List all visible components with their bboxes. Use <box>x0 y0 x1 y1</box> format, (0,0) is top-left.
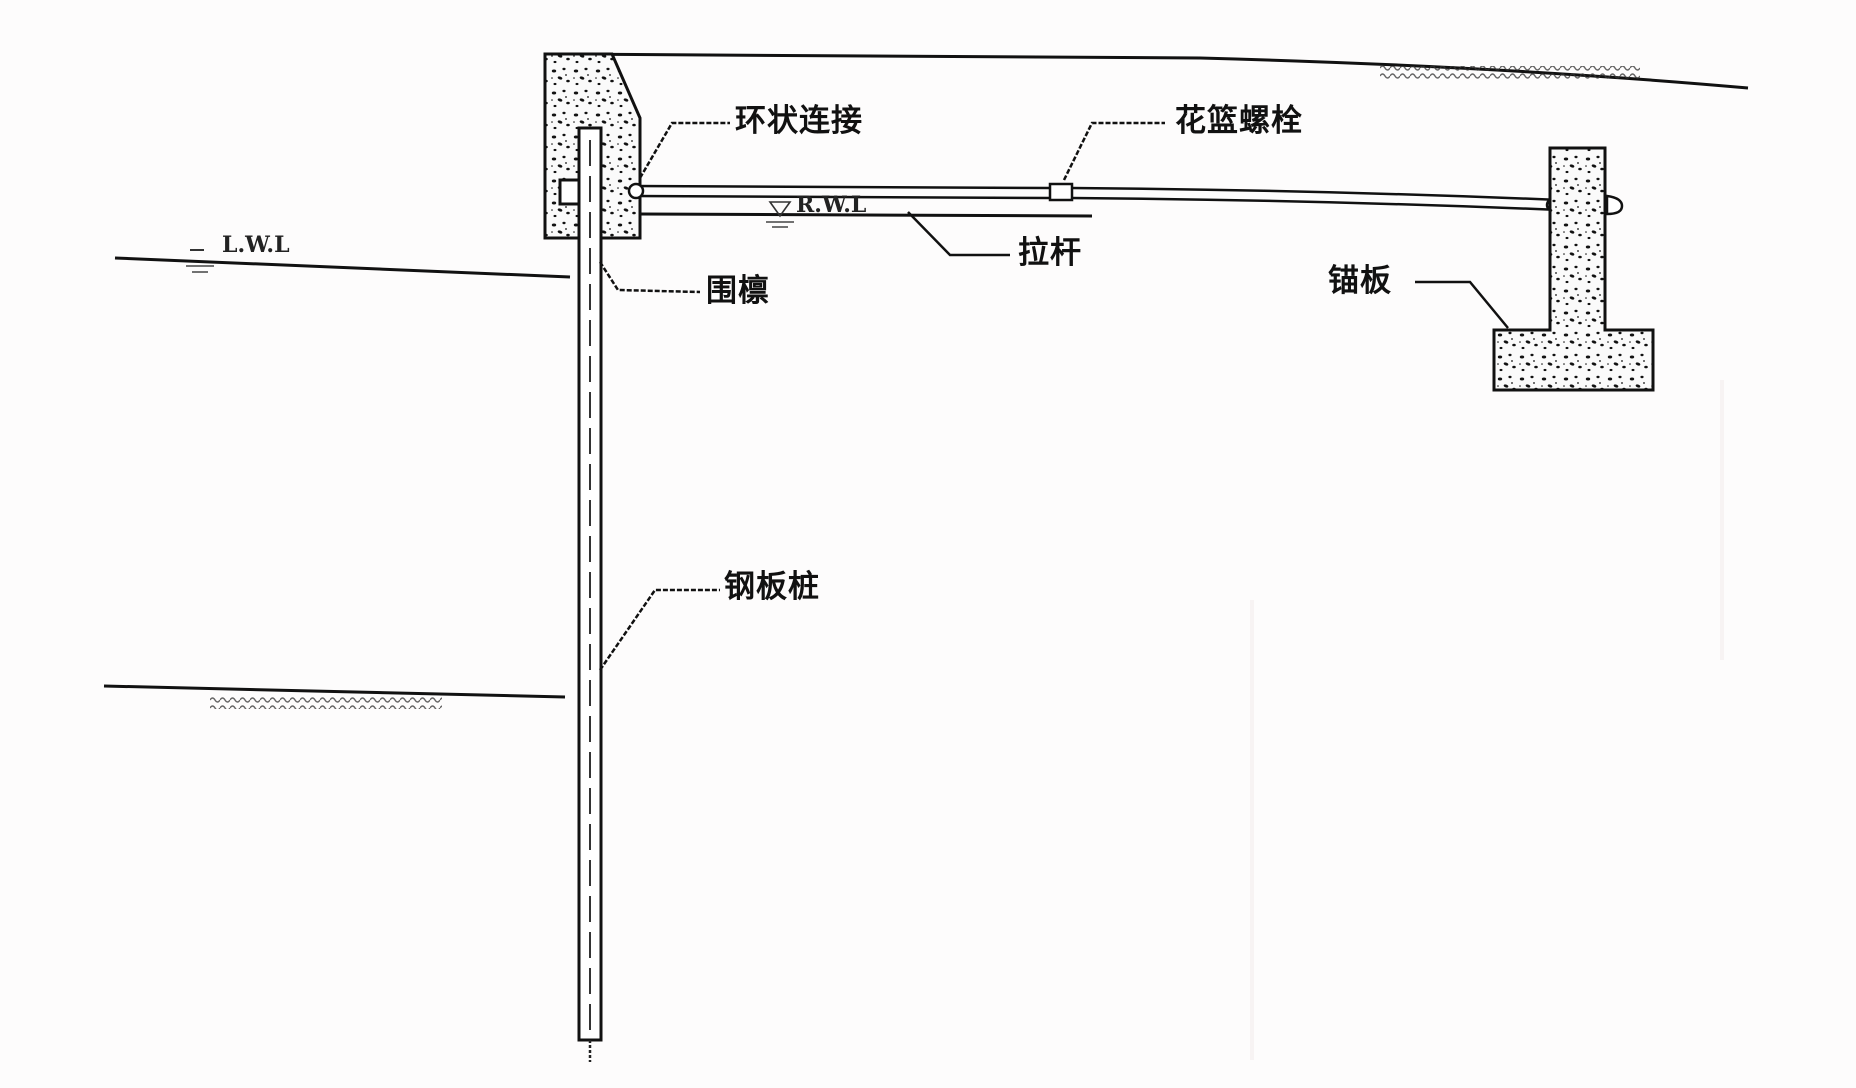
seabed <box>103 684 566 709</box>
label-rwl: R.W.L <box>796 192 867 218</box>
leader-waling <box>598 261 701 294</box>
tie-rod <box>627 182 1624 216</box>
scan-artifact <box>1250 600 1254 1060</box>
label-ring-connection: 环状连接 <box>735 103 863 139</box>
label-turnbuckle: 花篮螺栓 <box>1175 103 1303 139</box>
label-anchor-plate: 锚板 <box>1328 263 1392 299</box>
leader-sheet-pile <box>598 588 720 671</box>
ring-connection-joint <box>627 182 645 200</box>
turnbuckle <box>1048 182 1074 202</box>
ground-surface <box>547 52 1749 90</box>
leader-tie-rod <box>907 211 1010 257</box>
leader-lines <box>598 121 1509 671</box>
lwl-line <box>114 249 571 279</box>
water-level-triangle-icon <box>768 201 792 218</box>
label-tie-rod: 拉杆 <box>1018 235 1082 271</box>
label-sheet-pile: 钢板桩 <box>724 569 820 605</box>
scan-artifact <box>1720 380 1724 660</box>
anchor-nut <box>1605 194 1624 216</box>
ground-hatch <box>1380 66 1640 80</box>
waling-block <box>558 178 582 206</box>
leader-anchor-plate <box>1415 280 1509 329</box>
leader-turnbuckle <box>1062 121 1165 181</box>
label-lwl: L.W.L <box>222 232 290 258</box>
rwl-line <box>639 201 1093 228</box>
sheet-pile <box>577 126 603 1062</box>
anchor-wall <box>1492 146 1655 392</box>
label-waling: 围檩 <box>706 273 770 309</box>
seabed-hatch <box>210 697 442 709</box>
leader-ring-connection <box>638 121 730 179</box>
